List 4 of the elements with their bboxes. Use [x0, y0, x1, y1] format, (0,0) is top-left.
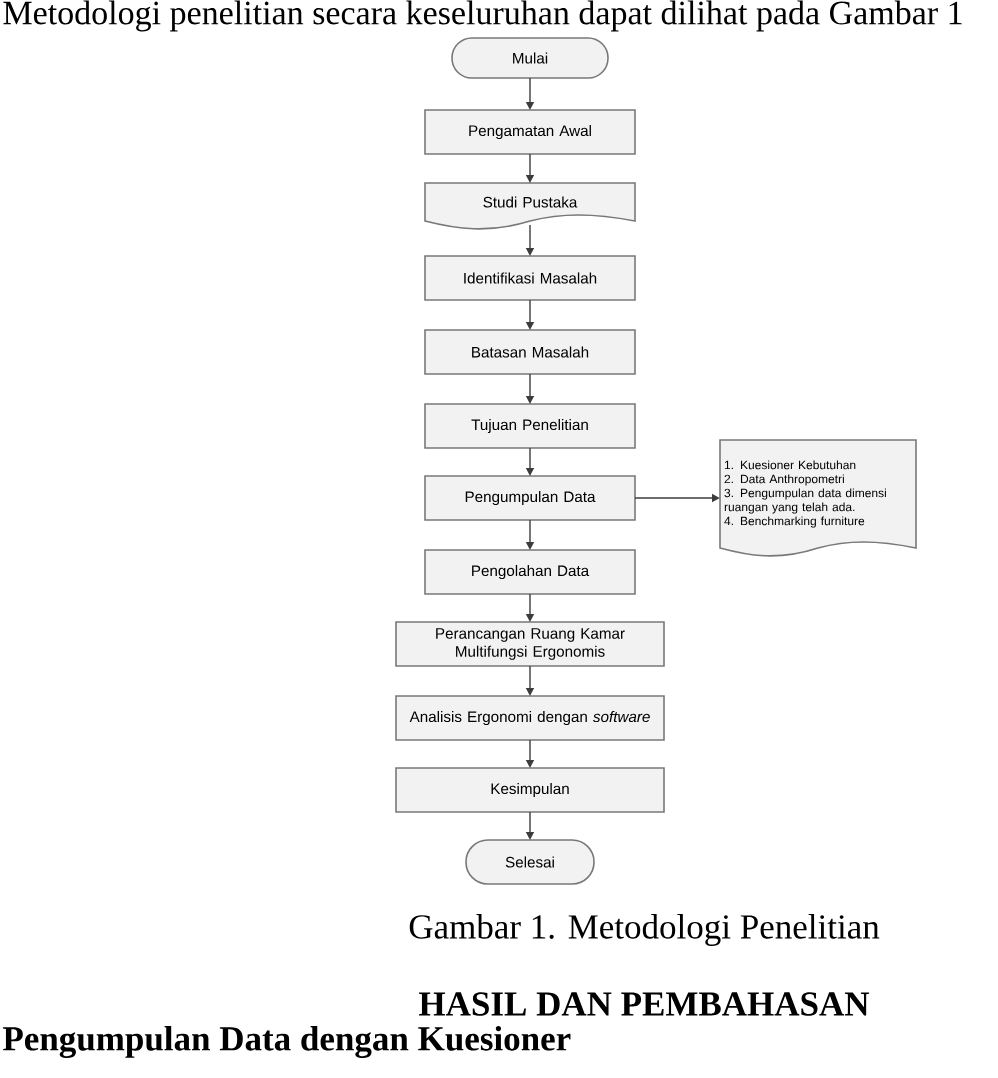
section-heading: HASIL DAN PEMBAHASAN [419, 992, 870, 1016]
figure-caption: Gambar 1. Metodologi Penelitian [409, 914, 880, 946]
subsection-heading: Pengumpulan Data dengan Kuesioner [3, 1026, 571, 1058]
body-text: Metodologi penelitian secara keseluruhan dapat dilihat pada Gambar 1 [3, 0, 962, 32]
